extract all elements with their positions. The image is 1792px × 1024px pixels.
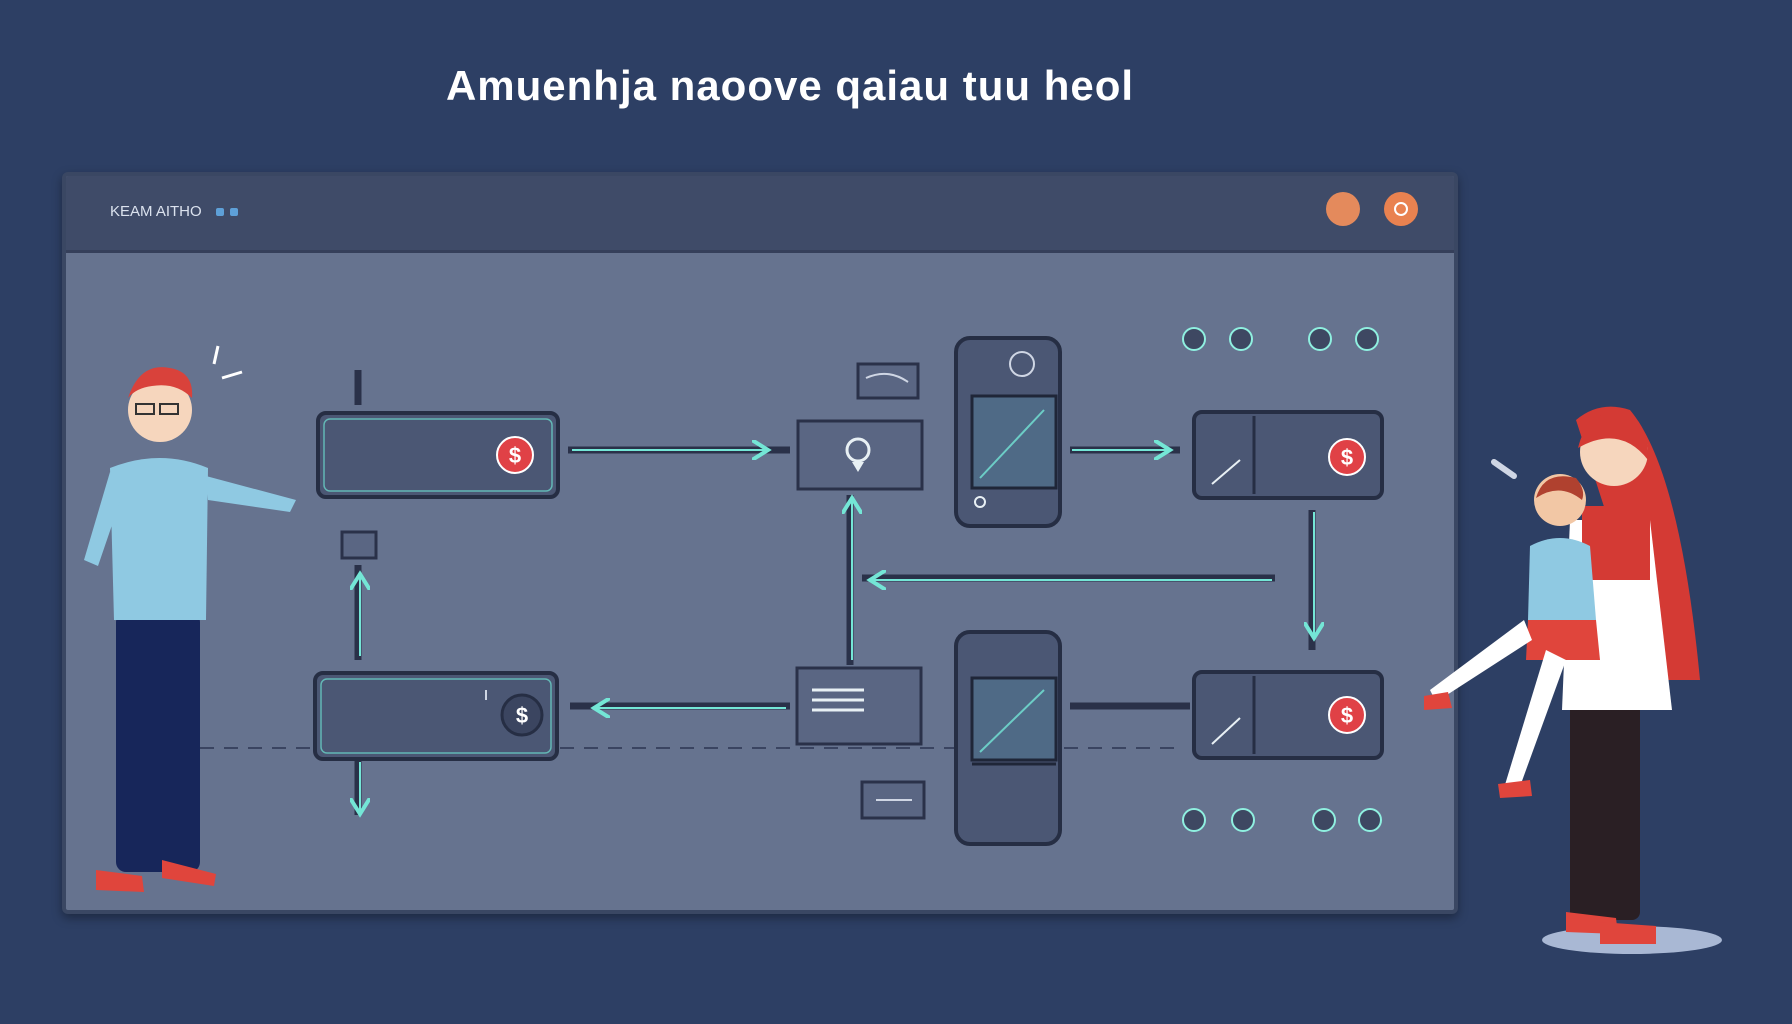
page-title: Amuenhja naoove qaiau tuu heol <box>445 62 1135 109</box>
window-record-button[interactable] <box>1384 192 1418 226</box>
node-list <box>795 666 923 746</box>
window-title: KEAM AITHO <box>110 203 202 220</box>
tablet-bottom <box>954 630 1062 846</box>
app-window: KEAM AITHO <box>62 172 1458 914</box>
window-button[interactable] <box>1326 192 1360 226</box>
dollar-icon <box>500 693 544 737</box>
dollar-icon <box>496 436 534 474</box>
dollar-icon <box>1328 438 1366 476</box>
dollar-icon <box>1328 696 1366 734</box>
arrows <box>358 370 1314 815</box>
connector-block <box>340 530 378 560</box>
dollar-icon-label: $ <box>516 703 528 728</box>
node-bottom-right: $ <box>1192 670 1384 760</box>
window-titlebar: KEAM AITHO <box>66 176 1454 253</box>
window-indicator <box>216 208 224 216</box>
presenter-person-icon <box>84 345 296 892</box>
tablet-icon <box>1009 351 1035 377</box>
node-bottom-left: $ <box>313 671 559 761</box>
lock-icon <box>845 437 871 463</box>
node-lock <box>796 419 924 491</box>
dollar-icon-label: $ <box>509 443 521 468</box>
dollar-icon-label: $ <box>1341 445 1353 470</box>
tablet-top <box>954 336 1062 528</box>
dollar-icon-label: $ <box>1341 703 1353 728</box>
status-dots <box>1182 327 1382 832</box>
parent-child-person-icon <box>1424 406 1722 954</box>
window-indicator <box>230 208 238 216</box>
node-top-left: $ <box>316 411 560 499</box>
node-top-right: $ <box>1192 410 1384 500</box>
list-icon <box>812 688 864 712</box>
note-card <box>856 362 920 400</box>
